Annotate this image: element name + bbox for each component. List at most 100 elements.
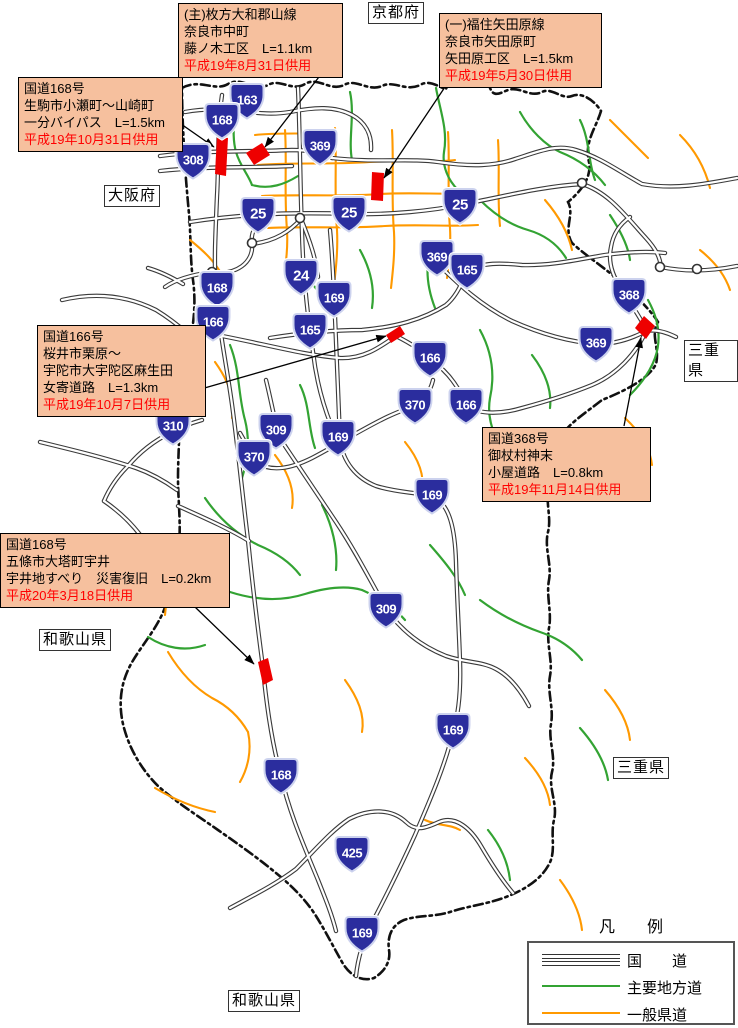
route-shield-169: 169 [343, 915, 381, 954]
route-number: 25 [250, 206, 266, 223]
construction-callout-3: (一)福住矢田原線奈良市矢田原町矢田原工区 L=1.5km 平成19年5月30日供… [439, 13, 602, 88]
route-number: 168 [271, 768, 291, 783]
route-shield-165: 165 [291, 312, 329, 351]
prefectural-roads [68, 118, 732, 932]
legend: 国 道 主要地方道 一般県道 [527, 941, 735, 1025]
route-number: 310 [163, 419, 183, 434]
marker-myose [386, 326, 405, 343]
callout-open-date: 平成19年5月30日供用 [445, 68, 573, 83]
major-local-road-swatch [542, 985, 620, 987]
legend-label-national: 国 道 [627, 953, 688, 970]
route-number: 308 [183, 153, 203, 168]
callout-open-date: 平成19年10月31日供用 [24, 132, 159, 147]
route-shield-368: 368 [610, 277, 648, 316]
callout-open-date: 平成19年10月7日供用 [43, 397, 171, 412]
marker-koya [635, 316, 655, 339]
junction-circles [206, 177, 703, 278]
marker-ui-landslide [258, 658, 273, 685]
national-roads-centerline [38, 86, 738, 978]
route-shield-168: 168 [262, 757, 300, 796]
callout-line: 矢田原工区 L=1.5km [445, 51, 574, 66]
region-label: 京都府 [368, 2, 425, 24]
callout-line: 国道168号 [6, 537, 67, 552]
callout-line: (主)枚方大和郡山線 [184, 7, 297, 22]
route-number: 169 [422, 488, 442, 503]
national-roads [37, 85, 738, 979]
region-label: 和歌山県 [228, 990, 301, 1012]
route-number: 168 [212, 113, 232, 128]
route-number: 169 [443, 723, 463, 738]
legend-row-national: 国 道 [529, 949, 733, 970]
route-shield-369: 369 [577, 325, 615, 364]
region-label: 和歌山県 [39, 629, 112, 651]
callout-line: 五條市大塔町宇井 [6, 554, 111, 569]
route-number: 370 [244, 450, 264, 465]
route-shield-168: 168 [198, 270, 236, 309]
route-shield-369: 369 [418, 239, 456, 278]
callout-line: 奈良市矢田原町 [445, 34, 537, 49]
region-label: 三重県 [684, 340, 738, 382]
route-shields: 163 168 308 369 25 25 25 369 165 24 169 168 166 165 36… [154, 82, 648, 954]
major-local-roads [146, 86, 660, 882]
route-shield-25: 25 [330, 195, 368, 234]
route-number: 309 [376, 602, 396, 617]
route-number: 165 [300, 323, 320, 338]
callout-line: 女寄道路 L=1.3km [43, 380, 159, 395]
callout-line: 御杖村神末 [488, 448, 554, 463]
route-shield-425: 425 [333, 835, 371, 874]
national-road-swatch [542, 954, 620, 966]
route-number: 166 [420, 351, 440, 366]
callout-line: 国道168号 [24, 81, 85, 96]
route-shield-169: 169 [434, 712, 472, 751]
route-number: 169 [328, 430, 348, 445]
callout-line: 奈良市中町 [184, 24, 250, 39]
callout-line: 藤ノ木工区 L=1.1km [184, 41, 313, 56]
route-number: 163 [237, 93, 257, 108]
route-shield-169: 169 [413, 477, 451, 516]
marker-ichibu-bypass [215, 136, 228, 176]
route-shield-370: 370 [235, 439, 273, 478]
callout-open-date: 平成19年11月14日供用 [488, 482, 622, 497]
callout-line: 国道166号 [43, 329, 104, 344]
region-label: 三重県 [613, 757, 670, 779]
legend-row-prefectural: 一般県道 [529, 1003, 733, 1024]
route-number: 169 [324, 291, 344, 306]
route-number: 309 [266, 423, 286, 438]
route-shield-369: 369 [301, 128, 339, 167]
route-number: 370 [405, 398, 425, 413]
marker-fujinoki [246, 143, 270, 165]
region-label: 大阪府 [104, 185, 161, 207]
callout-line: 桜井市栗原〜 [43, 346, 122, 361]
route-number: 369 [310, 139, 330, 154]
callout-line: 宇井地すべり 災害復旧 L=0.2km [6, 571, 212, 586]
construction-callout-4: 国道166号桜井市栗原〜宇陀市大宇陀区麻生田女寄道路 L=1.3km 平成19年1… [37, 325, 206, 417]
legend-title: 凡 例 [598, 919, 663, 936]
callout-line: (一)福住矢田原線 [445, 17, 545, 32]
legend-label-prefectural: 一般県道 [627, 1007, 688, 1024]
route-shield-370: 370 [396, 387, 434, 426]
route-number: 425 [342, 846, 362, 861]
route-number: 369 [586, 336, 606, 351]
legend-label-major-local: 主要地方道 [627, 980, 703, 997]
callout-line: 小屋道路 L=0.8km [488, 465, 604, 480]
prefectural-road-swatch [542, 1012, 620, 1014]
route-shield-25: 25 [239, 196, 277, 235]
construction-callout-1: (主)枚方大和郡山線奈良市中町藤ノ木工区 L=1.1km 平成19年8月31日供用 [178, 3, 343, 78]
route-shield-169: 169 [319, 419, 357, 458]
route-number: 25 [341, 205, 357, 222]
route-shield-165: 165 [448, 252, 486, 291]
callout-open-date: 平成19年8月31日供用 [184, 58, 312, 73]
prefecture-boundary [119, 60, 660, 981]
construction-callout-5: 国道368号御杖村神末小屋道路 L=0.8km 平成19年11月14日供用 [482, 427, 651, 502]
callout-line: 国道368号 [488, 431, 549, 446]
route-number: 369 [427, 250, 447, 265]
route-shield-25: 25 [441, 187, 479, 226]
route-number: 165 [457, 263, 477, 278]
route-shield-168: 168 [203, 102, 241, 141]
callout-line: 宇陀市大宇陀区麻生田 [43, 363, 174, 378]
route-shield-166: 166 [411, 340, 449, 379]
route-number: 24 [293, 268, 310, 285]
